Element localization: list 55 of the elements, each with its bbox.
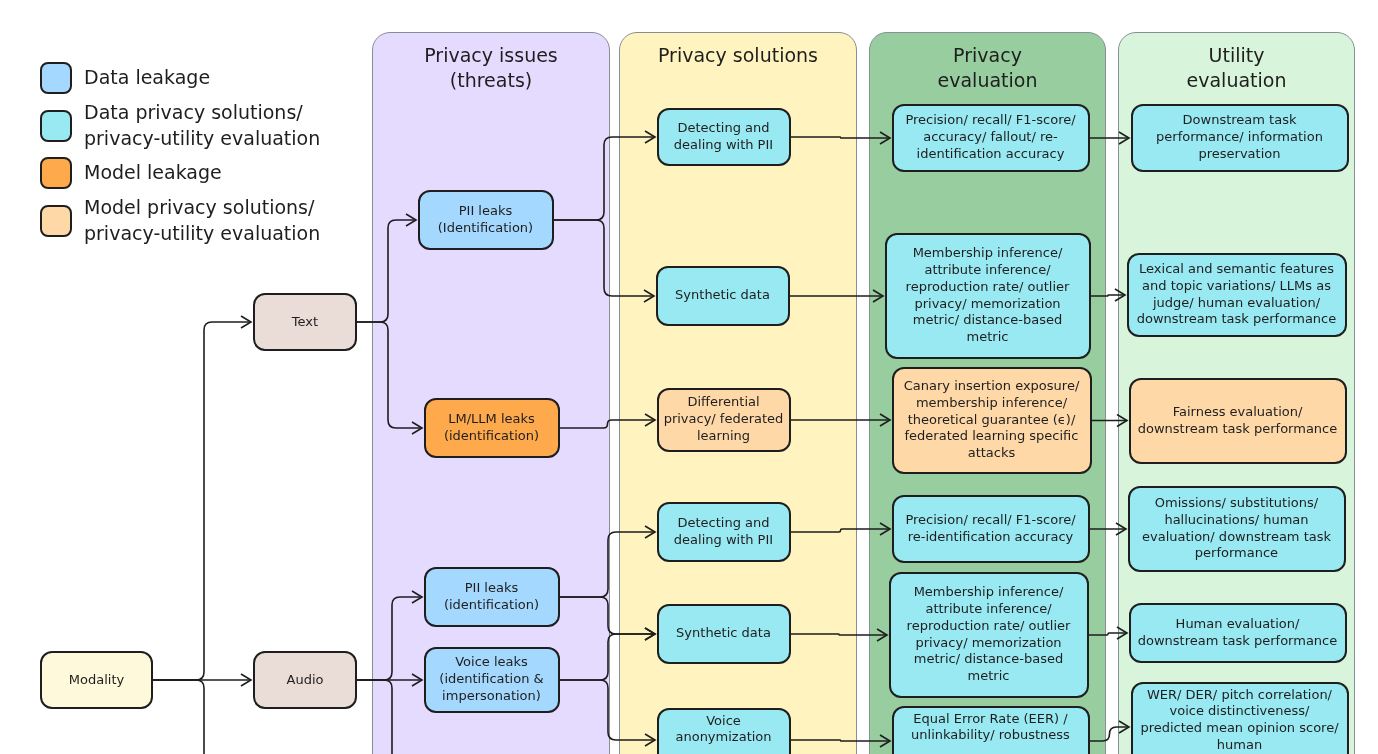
legend-label: Data leakage — [84, 65, 212, 91]
arrow — [1088, 626, 1128, 640]
arrow — [1089, 720, 1130, 742]
process-box: Precision/ recall/ F1-score/ re-identification accuracy — [891, 494, 1090, 563]
process-box: Downstream task performance/ information preservation — [1130, 103, 1349, 172]
connector-line — [152, 679, 205, 754]
arrow — [790, 522, 891, 536]
process-box: Text — [253, 293, 357, 351]
legend-label: Data privacy solutions/ privacy-utility evaluation — [84, 100, 322, 151]
column-panel — [869, 32, 1106, 754]
column-panel — [1118, 32, 1355, 754]
arrow — [790, 734, 891, 748]
arrow — [790, 413, 891, 427]
process-box: Synthetic data — [655, 265, 790, 326]
column-panel — [619, 32, 857, 754]
process-box: Human evaluation/ downstream task performance — [1128, 602, 1347, 663]
legend-label: Model privacy solutions/ privacy-utility evaluation — [84, 195, 322, 246]
process-box: Canary insertion exposure/ membership inference/ theoretical guarantee (ϵ)/ federated learning specific attacks — [891, 366, 1092, 474]
arrow — [1091, 413, 1128, 428]
connector-line — [356, 679, 393, 754]
arrow — [1089, 522, 1127, 536]
process-box: Voice leaks (identification & impersonation) — [423, 646, 560, 713]
process-box: WER/ DER/ pitch correlation/ voice distinctiveness/ predicted mean opinion score/ human — [1130, 681, 1349, 754]
process-box: Synthetic data — [656, 603, 791, 664]
process-box: Membership inference/ attribute inference/ reproduction rate/ outlier privacy/ memorization metric/ distance-based metric — [888, 571, 1089, 698]
process-box: PII leaks (identification) — [423, 566, 560, 627]
arrow — [553, 219, 655, 303]
arrow — [356, 321, 423, 435]
process-box: Modality — [40, 651, 153, 709]
arrow — [1089, 131, 1130, 145]
process-box: Fairness evaluation/ downstream task performance — [1128, 377, 1347, 464]
arrow — [790, 628, 888, 642]
arrow — [790, 131, 891, 145]
column-heading: Privacy evaluation — [936, 43, 1039, 93]
column-heading: Utility evaluation — [1185, 43, 1288, 93]
arrow — [789, 289, 884, 303]
arrow — [559, 413, 656, 429]
process-box: Differential privacy/ federated learning — [656, 387, 791, 452]
process-box: PII leaks (Identification) — [417, 189, 554, 250]
column-heading: Privacy issues (threats) — [423, 43, 559, 93]
process-box: Voice anonymization — [656, 707, 791, 754]
arrow — [559, 679, 656, 747]
process-box: Lexical and semantic features and topic variations/ LLMs as judge/ human evaluation/ downstream task performance — [1126, 252, 1347, 337]
process-box: Detecting and dealing with PII — [656, 107, 791, 166]
process-box: Membership inference/ attribute inference/ reproduction rate/ outlier privacy/ memorization metric/ distance-based metric — [884, 232, 1091, 359]
arrow — [1090, 288, 1126, 302]
process-box: Audio — [253, 651, 357, 709]
process-box: Detecting and dealing with PII — [656, 501, 791, 562]
legend-label: Model leakage — [84, 160, 223, 186]
column-panel — [372, 32, 610, 754]
column-heading: Privacy solutions — [657, 43, 819, 68]
process-box: LM/LLM leaks (identification) — [423, 397, 560, 458]
process-box: Equal Error Rate (EER) / unlinkability/ robustness — [891, 705, 1090, 754]
process-box: Omissions/ substitutions/ hallucinations/ human evaluation/ downstream task performance — [1127, 485, 1346, 572]
process-box: Precision/ recall/ F1-score/ accuracy/ fallout/ re-identification accuracy — [891, 103, 1090, 172]
